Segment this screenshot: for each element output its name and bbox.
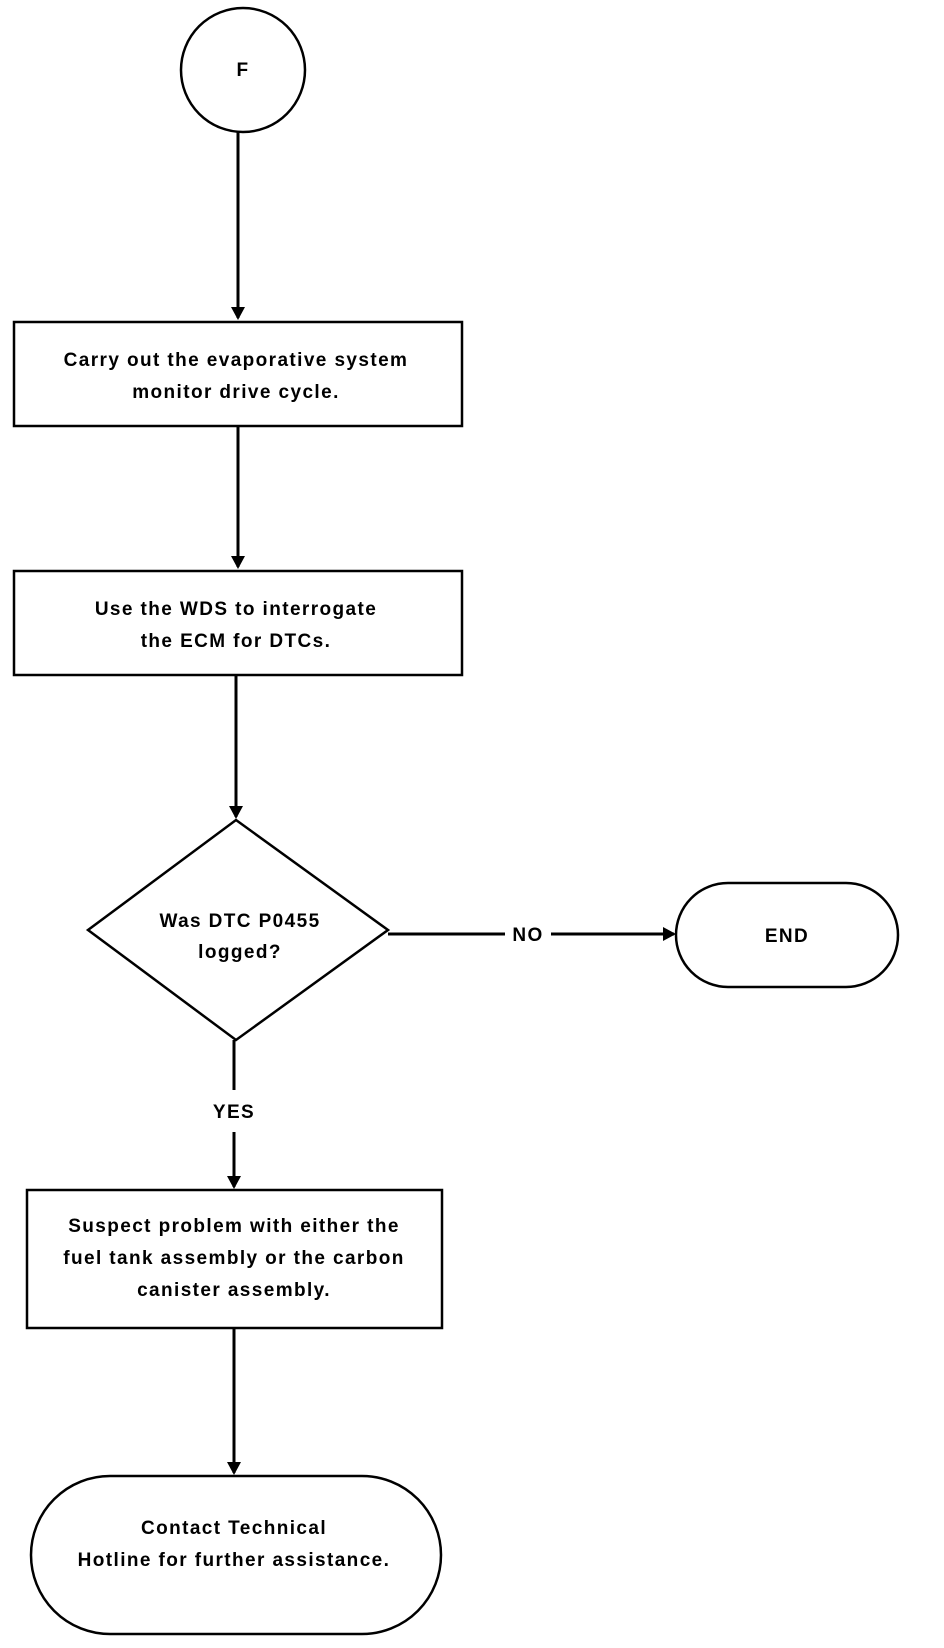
end-terminator	[674, 881, 900, 989]
step2-line1: Use the WDS to interrogate	[95, 599, 377, 620]
step2-box	[12, 569, 464, 677]
step1-line1: Carry out the evaporative system	[64, 350, 409, 371]
step3-line3: canister assembly.	[137, 1280, 331, 1301]
contact-line2: Hotline for further assistance.	[78, 1550, 391, 1571]
decision-line1: Was DTC P0455	[159, 911, 320, 932]
decision-line2: logged?	[198, 942, 282, 963]
contact-line1: Contact Technical	[141, 1518, 327, 1539]
connector-label: F	[236, 60, 249, 81]
connector-circle	[179, 6, 307, 134]
step2-line2: the ECM for DTCs.	[141, 631, 332, 652]
yes-label: YES	[213, 1102, 255, 1123]
no-label: NO	[512, 925, 543, 946]
end-label: END	[765, 926, 809, 947]
step1-box	[12, 320, 464, 428]
step3-line2: fuel tank assembly or the carbon	[63, 1248, 405, 1269]
step1-line2: monitor drive cycle.	[132, 382, 340, 403]
contact-terminator	[29, 1474, 443, 1636]
decision-diamond	[85, 818, 391, 1042]
step3-box	[25, 1188, 444, 1330]
step3-line1: Suspect problem with either the	[68, 1216, 400, 1237]
